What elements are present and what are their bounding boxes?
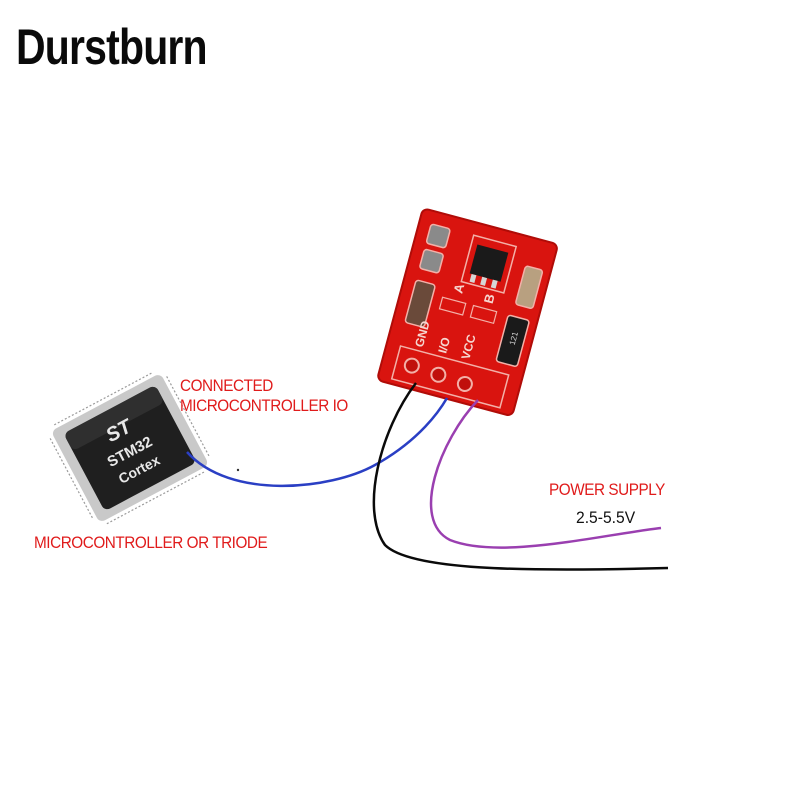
- pin-label-vcc: VCC: [459, 333, 479, 361]
- wire-gnd: [372, 382, 669, 571]
- pin-label-io: I/O: [435, 336, 453, 355]
- brand-logo: Durstburn: [16, 19, 208, 75]
- connected-io-label-line1: CONNECTED: [180, 376, 273, 395]
- power-supply-range: 2.5-5.5V: [576, 508, 636, 527]
- resistor-code: 121: [508, 330, 520, 346]
- pin-hole-io: [430, 366, 447, 383]
- pin-hole-gnd: [403, 357, 420, 374]
- mcu-caption: MICROCONTROLLER OR TRIODE: [34, 533, 268, 552]
- power-supply-title: POWER SUPPLY: [549, 480, 665, 499]
- stm32-chip: ST STM32 Cortex: [49, 371, 211, 525]
- connected-io-label-line2: MICROCONTROLLER IO: [180, 396, 348, 416]
- jumper-b-label: B: [481, 292, 498, 305]
- connected-io-label: CONNECTED MICROCONTROLLER IO: [180, 376, 348, 417]
- wire-vcc: [429, 399, 662, 549]
- touch-module-pcb: 121 A B GND I/O VCC: [377, 208, 558, 416]
- pin-hole-vcc: [456, 375, 473, 392]
- jumper-a-label: A: [450, 281, 467, 295]
- wire-io: [186, 397, 449, 488]
- pin-label-gnd: GND: [412, 319, 433, 349]
